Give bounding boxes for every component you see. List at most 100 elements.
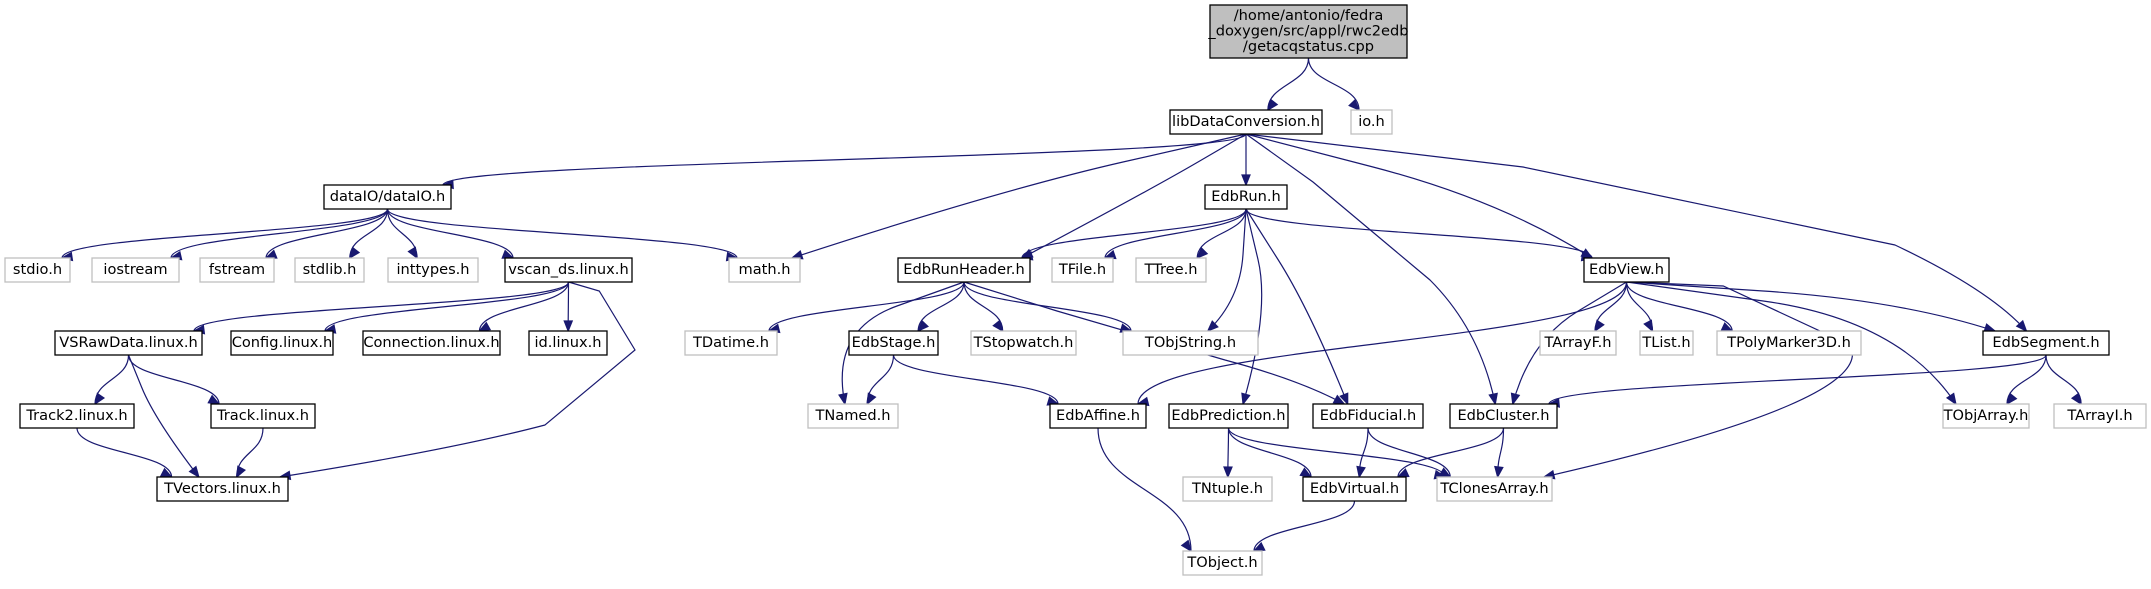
node-stdlib: stdlib.h (294, 257, 365, 283)
dependency-edge (1307, 57, 1361, 112)
node-TVectors[interactable]: TVectors.linux.h (156, 476, 289, 502)
arrowhead-icon (1241, 174, 1251, 187)
arrowhead-icon (1241, 392, 1251, 406)
node-box (684, 330, 778, 356)
node-math: math.h (728, 257, 801, 283)
node-EdbAffine[interactable]: EdbAffine.h (1049, 403, 1147, 429)
node-VSRawData[interactable]: VSRawData.linux.h (54, 330, 203, 356)
node-label: TObject.h (1186, 554, 1257, 571)
node-box (1168, 403, 1289, 429)
node-EdbRunHeader[interactable]: EdbRunHeader.h (897, 257, 1031, 283)
dependency-edge (1356, 427, 1369, 479)
node-Config[interactable]: Config.linux.h (230, 330, 334, 356)
node-Track[interactable]: Track.linux.h (210, 403, 316, 429)
node-TClonesArray: TClonesArray.h (1436, 476, 1553, 502)
dependency-edge (1227, 427, 1313, 478)
node-dataIO[interactable]: dataIO/dataIO.h (323, 184, 452, 210)
node-label: EdbPrediction.h (1171, 407, 1285, 424)
node-EdbRun[interactable]: EdbRun.h (1204, 184, 1288, 210)
node-box (807, 403, 899, 429)
node-box (1302, 476, 1407, 502)
dependency-edge (1266, 57, 1310, 112)
node-box (1135, 257, 1207, 283)
node-TList: TList.h (1639, 330, 1694, 356)
node-box (1639, 330, 1694, 356)
node-TFile: TFile.h (1051, 257, 1114, 283)
node-TNamed: TNamed.h (807, 403, 899, 429)
node-label: Track.linux.h (216, 407, 309, 424)
node-label: TVectors.linux.h (163, 480, 281, 497)
node-label: TList.h (1641, 334, 1690, 351)
node-label: io.h (1358, 113, 1385, 130)
node-label: TNtuple.h (1191, 480, 1263, 497)
node-TTree: TTree.h (1135, 257, 1207, 283)
node-label: TArrayI.h (2066, 407, 2132, 424)
dependency-edge (2045, 354, 2083, 406)
node-box (1204, 184, 1288, 210)
dependency-edge (563, 281, 574, 333)
arrowhead-icon (1494, 465, 1504, 479)
dependency-edge (1510, 281, 1627, 406)
node-box (1982, 330, 2110, 356)
node-TArrayI: TArrayI.h (2053, 403, 2147, 429)
node-EdbSegment[interactable]: EdbSegment.h (1982, 330, 2110, 356)
node-box (2053, 403, 2147, 429)
node-box (4, 257, 71, 283)
arrowhead-icon (1299, 467, 1313, 478)
node-Connection[interactable]: Connection.linux.h (362, 330, 501, 356)
dependency-edge (917, 281, 965, 333)
dependency-edge (1547, 354, 2047, 408)
node-label: EdbView.h (1589, 261, 1664, 278)
dependency-edge (127, 354, 221, 405)
dependency-edge (892, 354, 1060, 406)
node-box (1436, 476, 1553, 502)
node-box (199, 257, 275, 283)
header-file-nodes: /home/antonio/fedra_doxygen/src/appl/rwc… (4, 4, 2147, 576)
node-label: math.h (738, 261, 790, 278)
node-TArrayF: TArrayF.h (1539, 330, 1617, 356)
node-label: iostream (103, 261, 167, 278)
arrowhead-icon (1206, 320, 1219, 333)
node-box (1122, 330, 1259, 356)
dependency-edge (1626, 281, 1957, 406)
node-box (323, 184, 452, 210)
node-box (504, 257, 633, 283)
node-EdbPrediction[interactable]: EdbPrediction.h (1168, 403, 1289, 429)
node-EdbFiducial[interactable]: EdbFiducial.h (1312, 403, 1424, 429)
node-idlinux[interactable]: id.linux.h (528, 330, 608, 356)
dependency-edge (1245, 133, 2028, 333)
arrowhead-icon (1643, 319, 1654, 333)
node-stdio: stdio.h (4, 257, 71, 283)
node-EdbVirtual[interactable]: EdbVirtual.h (1302, 476, 1407, 502)
dependency-edge (278, 281, 636, 481)
node-EdbCluster[interactable]: EdbCluster.h (1449, 403, 1558, 429)
node-label: TClonesArray.h (1439, 480, 1548, 497)
dependency-edge (1196, 208, 1247, 260)
arrowhead-icon (1196, 247, 1209, 260)
node-label: Connection.linux.h (363, 334, 499, 351)
arrowhead-icon (1339, 392, 1349, 406)
node-label: TObjString.h (1144, 334, 1236, 351)
node-label: libDataConversion.h (1172, 113, 1320, 130)
node-Track2[interactable]: Track2.linux.h (19, 403, 135, 429)
arrowhead-icon (838, 392, 848, 406)
node-TStopwatch: TStopwatch.h (970, 330, 1077, 356)
node-label: EdbStage.h (852, 334, 936, 351)
arrowhead-icon (1266, 98, 1279, 112)
node-EdbView[interactable]: EdbView.h (1583, 257, 1670, 283)
dependency-edge (94, 354, 130, 406)
arrowhead-icon (2015, 319, 2028, 333)
node-label: TNamed.h (814, 407, 890, 424)
dependency-edge (767, 281, 965, 334)
arrowhead-icon (992, 319, 1004, 333)
node-label: id.linux.h (534, 334, 601, 351)
node-label: TTree.h (1144, 261, 1198, 278)
node-EdbStage[interactable]: EdbStage.h (848, 330, 939, 356)
node-libDataConversion[interactable]: libDataConversion.h (1169, 109, 1323, 135)
node-label: EdbRunHeader.h (903, 261, 1024, 278)
node-iostream: iostream (91, 257, 180, 283)
arrowhead-icon (1945, 392, 1957, 406)
node-vscan_ds[interactable]: vscan_ds.linux.h (504, 257, 633, 283)
dependency-edge (838, 281, 965, 406)
node-box (1942, 403, 2030, 429)
